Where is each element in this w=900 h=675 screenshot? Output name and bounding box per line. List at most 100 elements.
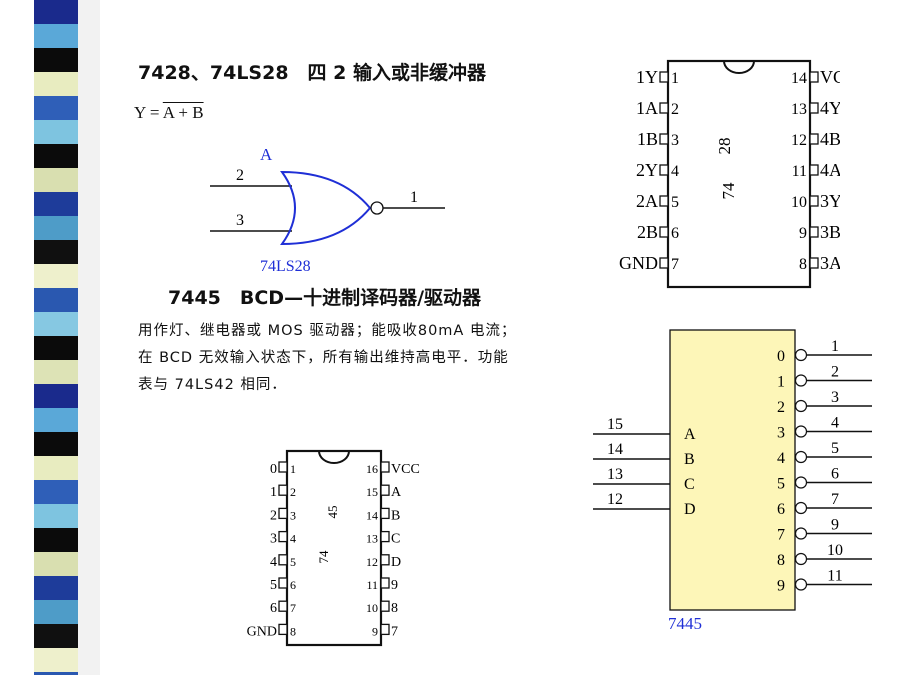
chip-pin-left-num: 7 [671,256,679,273]
chip-pin-left-name: 2A [636,191,658,211]
stripe-block-19 [34,456,78,480]
stripe-block-15 [34,360,78,384]
block-output-bubble [794,425,808,438]
nor-pin-in2: 3 [236,212,244,229]
block-input-pin: 13 [607,466,623,483]
chip-pin-left [659,226,669,238]
chip-pin-left [659,71,669,83]
block-output-bubble [794,527,808,540]
chip-pin-left [278,577,288,589]
chip-pin-left-name: 1B [637,129,658,149]
chip-pin-left-name: 2 [270,508,277,523]
chip-notch [723,60,755,74]
chip-pin-left-num: 6 [290,578,296,592]
stripe-block-11 [34,264,78,288]
block-output-pin: 9 [831,517,839,534]
chip-pin-right [380,507,390,520]
stripe-block-16 [34,384,78,408]
chip-pin-right [809,164,819,176]
nor-inversion-bubble [370,201,384,215]
stripe-block-4 [34,96,78,120]
chip-pin-right-num: 14 [791,70,807,87]
chip-pin-right-num: 16 [366,462,378,476]
block-input-name: D [684,501,696,518]
chip-label-2: 45 [325,506,340,519]
block-body [669,329,796,611]
stripe-block-23 [34,552,78,576]
stripe-block-22 [34,528,78,552]
block-output-bubble [794,578,808,591]
chip-pin-right-num: 10 [366,601,378,615]
chip-pin-right [809,71,819,83]
chip-pin-left-name: 1 [270,485,277,500]
chip-pin-right-name: VCC [391,462,420,477]
chip-pin-right [809,102,819,114]
chip-pin-right [380,461,390,473]
stripe-block-2 [34,48,78,72]
chip-pin-left-num: 4 [671,163,679,180]
chip-pin-right-name: 4B [820,129,840,149]
chip-pin-left-num: 5 [671,194,679,211]
chip-pin-left-name: 1A [636,98,658,118]
chip-body [666,59,812,289]
block-output-pin: 7 [831,491,839,508]
chip-pin-right-num: 8 [799,256,807,273]
paragraph-7445: 用作灯、继电器或 MOS 驱动器；能吸收80mA 电流；在 BCD 无效输入状态… [138,323,517,393]
chip-pin-left-name: GND [247,624,277,639]
chip-pin-right-num: 13 [791,101,807,118]
stripe-block-25 [34,600,78,624]
title-7445: 7445 BCD—十进制译码器/驱动器 [168,287,482,309]
chip-pin-right-num: 9 [372,624,378,638]
stripe-block-27 [34,648,78,672]
block-output-name: 6 [777,501,785,518]
stripe-block-21 [34,504,78,528]
chip-pin-left-name: 0 [270,462,277,477]
block-output-bubble [794,348,808,362]
chip-pin-left [659,164,669,176]
stripe-block-10 [34,240,78,264]
chip-pin-right-num: 9 [799,225,807,242]
chip-pin-left-num: 7 [290,601,296,615]
chip-pin-left-name: 2Y [636,160,658,180]
block-output-pin: 10 [827,542,843,559]
block-output-pin: 6 [831,466,839,483]
chip-pin-left [278,623,288,636]
chip-pin-left-num: 3 [671,132,679,149]
block-input-pin: 15 [607,416,623,433]
chip-pin-left-name: 3 [270,532,277,547]
chip-pin-right [380,484,390,496]
chip-pin-left-name: 6 [270,601,277,616]
chip-pin-right-num: 15 [366,485,378,499]
block-output-bubble [794,501,808,515]
chip-pin-right [809,133,819,145]
chip-pin-right [380,623,390,636]
stripe-block-20 [34,480,78,504]
stripe-block-24 [34,576,78,600]
formula-lhs: Y = [134,103,163,122]
stripe-block-26 [34,624,78,648]
block-output-name: 7 [777,527,785,544]
block-output-pin: 1 [831,338,839,355]
chip-pin-left-num: 5 [290,555,296,569]
chip-pin-right-name: 4Y [820,98,840,118]
formula-rhs: A + B [162,103,204,122]
chip-label-1: 74 [316,550,331,564]
chip-pin-right [809,257,819,269]
chip-pin-right-name: 3Y [820,191,840,211]
chip-pin-left [278,484,288,496]
block-output-pin: 3 [831,389,839,406]
chip-pin-right-name: 3A [820,253,840,273]
chip-pin-right [380,530,390,543]
chip-pin-right-name: VCC [820,67,840,87]
stripe-block-28 [34,672,78,675]
stripe-block-17 [34,408,78,432]
stripe-block-6 [34,144,78,168]
chip-7428-pinout: 1Y11A21B32Y42A52B6GND7VCC144Y134B124A113… [619,59,840,289]
chip-pin-left-name: 4 [270,555,277,570]
title-7428: 7428、74LS28 四 2 输入或非缓冲器 [138,62,487,84]
chip-pin-right-num: 10 [791,194,807,211]
block-output-pin: 5 [831,440,839,457]
stripe-block-14 [34,336,78,360]
